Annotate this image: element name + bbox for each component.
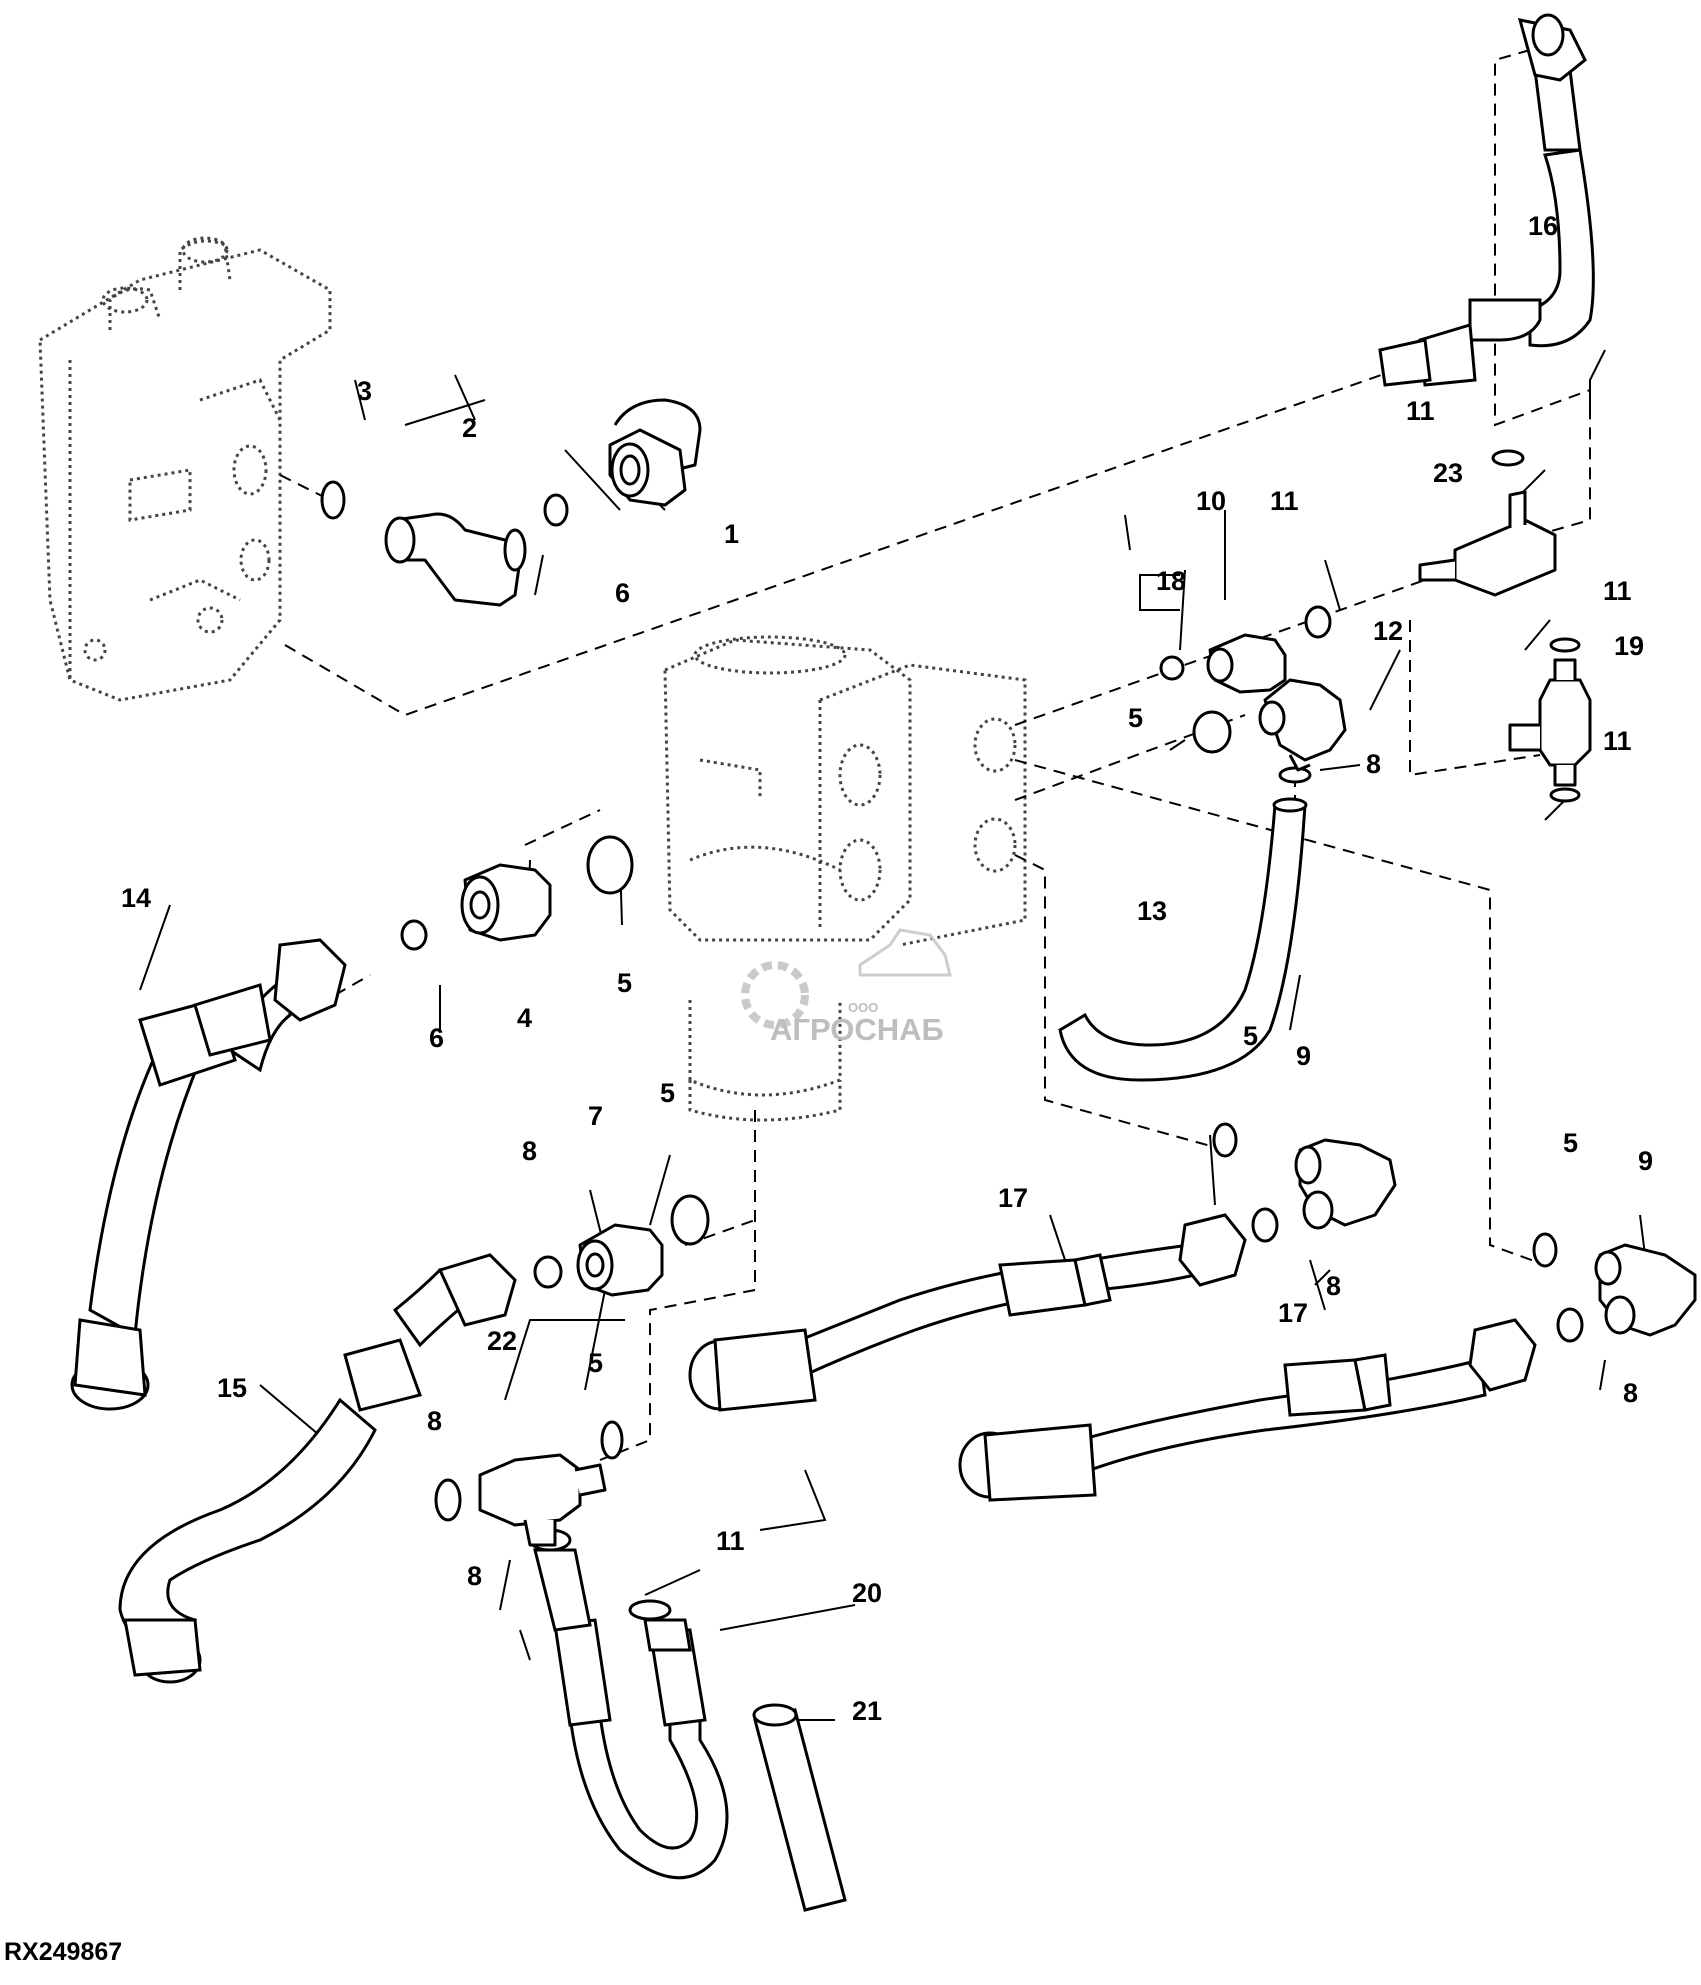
callout-6b: 6 — [429, 1023, 444, 1053]
callout-3: 3 — [357, 376, 372, 406]
hoses — [70, 13, 1595, 1912]
o-ring-5d — [1212, 1122, 1238, 1158]
elbow-fitting-9b — [1594, 1243, 1697, 1337]
callout-11e: 11 — [716, 1526, 745, 1556]
hose-14 — [70, 938, 347, 1411]
figure-id-label: RX249867 — [4, 1938, 123, 1966]
callout-8e: 8 — [427, 1406, 442, 1436]
callout-11a: 11 — [1406, 396, 1435, 426]
o-ring-11e — [628, 1599, 672, 1621]
callout-11c: 11 — [1603, 576, 1632, 606]
watermark-small-text: ООО — [848, 1000, 878, 1015]
callout-5a: 5 — [617, 968, 632, 998]
tee-fitting-19 — [1508, 658, 1592, 787]
callout-6a: 6 — [615, 578, 630, 608]
elbow-fitting-12 — [1258, 678, 1347, 772]
hose-15 — [118, 1253, 517, 1684]
callout-18: 18 — [1156, 566, 1186, 596]
callout-17b: 17 — [1278, 1298, 1308, 1328]
callout-8f: 8 — [467, 1561, 482, 1591]
o-ring-5c — [670, 1194, 710, 1246]
callout-5e: 5 — [1563, 1128, 1578, 1158]
o-ring-8d — [1556, 1307, 1584, 1343]
adapter-4 — [460, 863, 552, 942]
callout-5c: 5 — [660, 1078, 675, 1108]
callout-23: 23 — [1433, 458, 1463, 488]
o-ring-11b — [1304, 605, 1332, 639]
o-ring-11d — [1549, 787, 1581, 803]
valve-block-outline — [663, 635, 1027, 1122]
adapter-7 — [576, 1223, 664, 1297]
callout-5b: 5 — [1128, 703, 1143, 733]
callout-8a: 8 — [1366, 749, 1381, 779]
hose-20 — [533, 1548, 729, 1880]
callout-2: 2 — [462, 413, 477, 443]
callout-4: 4 — [517, 1003, 532, 1033]
o-ring-5b — [1192, 710, 1232, 754]
watermark-brand-text: АГРОСНАБ — [770, 1012, 944, 1047]
callout-8d: 8 — [1623, 1378, 1638, 1408]
callout-17a: 17 — [998, 1183, 1028, 1213]
tee-fitting-23 — [1418, 490, 1557, 597]
adapter-10 — [1206, 633, 1287, 694]
callout-21: 21 — [852, 1696, 882, 1726]
watermark: ООО АГРОСНАБ — [741, 928, 952, 1047]
callout-5d: 5 — [1243, 1021, 1258, 1051]
fittings — [384, 398, 1697, 1547]
o-ring-8c — [1251, 1207, 1279, 1243]
o-ring-11c — [1549, 637, 1581, 653]
o-ring-5e — [1532, 1232, 1558, 1268]
callout-16: 16 — [1528, 211, 1558, 241]
elbow-fitting-2 — [384, 512, 527, 607]
hose-16 — [1378, 13, 1595, 387]
hose-13 — [1058, 797, 1308, 1082]
callout-8b: 8 — [522, 1136, 537, 1166]
callout-9b: 9 — [1638, 1146, 1653, 1176]
tee-fitting-22 — [478, 1453, 607, 1547]
o-ring-11a — [1491, 449, 1525, 467]
callout-22: 22 — [487, 1326, 517, 1356]
callout-15: 15 — [217, 1373, 247, 1403]
callout-5f: 5 — [588, 1348, 603, 1378]
o-ring-5f — [600, 1420, 624, 1460]
o-ring-18 — [1159, 655, 1185, 681]
callout-13: 13 — [1137, 896, 1167, 926]
swivel-nut-1 — [608, 398, 702, 507]
o-ring-8e — [434, 1478, 462, 1522]
steering-valve-outline — [38, 236, 332, 702]
hose-21 — [752, 1703, 847, 1912]
callout-7: 7 — [588, 1101, 603, 1131]
hose-17b — [958, 1318, 1537, 1502]
o-ring-8b — [533, 1255, 563, 1289]
callout-12: 12 — [1373, 616, 1403, 646]
callout-labels: 1 2 3 4 5 5 5 5 5 5 6 6 7 8 8 8 8 8 8 9 … — [121, 211, 1653, 1726]
callout-9a: 9 — [1296, 1041, 1311, 1071]
callout-11d: 11 — [1603, 726, 1632, 756]
callout-19: 19 — [1614, 631, 1644, 661]
callout-10: 10 — [1196, 486, 1226, 516]
hose-17a — [688, 1213, 1247, 1412]
o-ring-6 — [543, 493, 569, 527]
callout-11b: 11 — [1270, 486, 1299, 516]
o-ring-5a — [586, 835, 634, 895]
elbow-fitting-9a — [1294, 1138, 1397, 1230]
o-ring-8a — [1278, 766, 1312, 784]
callout-8c: 8 — [1326, 1271, 1341, 1301]
o-ring-3 — [320, 480, 346, 520]
callout-20: 20 — [852, 1578, 882, 1608]
callout-1: 1 — [724, 519, 739, 549]
callout-leader-lines — [139, 349, 1661, 1721]
callout-14: 14 — [121, 883, 151, 913]
o-ring-6b — [400, 919, 428, 951]
assembly-path-lines — [279, 49, 1591, 1461]
